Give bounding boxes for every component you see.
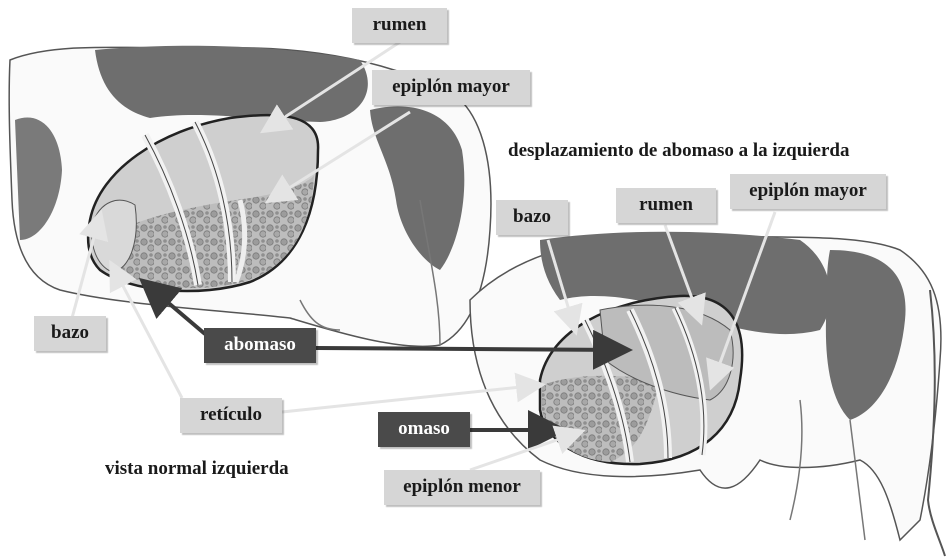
left-cow-patch-top: [95, 46, 368, 122]
label-bazo-left: bazo: [34, 316, 106, 351]
right-cow: [470, 232, 945, 556]
pointer-abomaso-right: [316, 348, 625, 350]
label-rumen-left: rumen: [352, 8, 447, 43]
caption-right-view: desplazamiento de abomaso a la izquierda: [508, 140, 849, 162]
caption-left-view: vista normal izquierda: [105, 458, 289, 480]
label-bazo-right: bazo: [496, 200, 568, 235]
label-omaso: omaso: [378, 412, 470, 447]
label-epiplon-mayor-right: epiplón mayor: [730, 174, 886, 209]
label-reticulo: retículo: [180, 398, 282, 433]
label-epiplon-mayor-left: epiplón mayor: [372, 70, 530, 105]
label-epiplon-menor: epiplón menor: [384, 470, 540, 505]
label-rumen-right: rumen: [616, 188, 716, 223]
label-abomaso: abomaso: [204, 328, 316, 363]
